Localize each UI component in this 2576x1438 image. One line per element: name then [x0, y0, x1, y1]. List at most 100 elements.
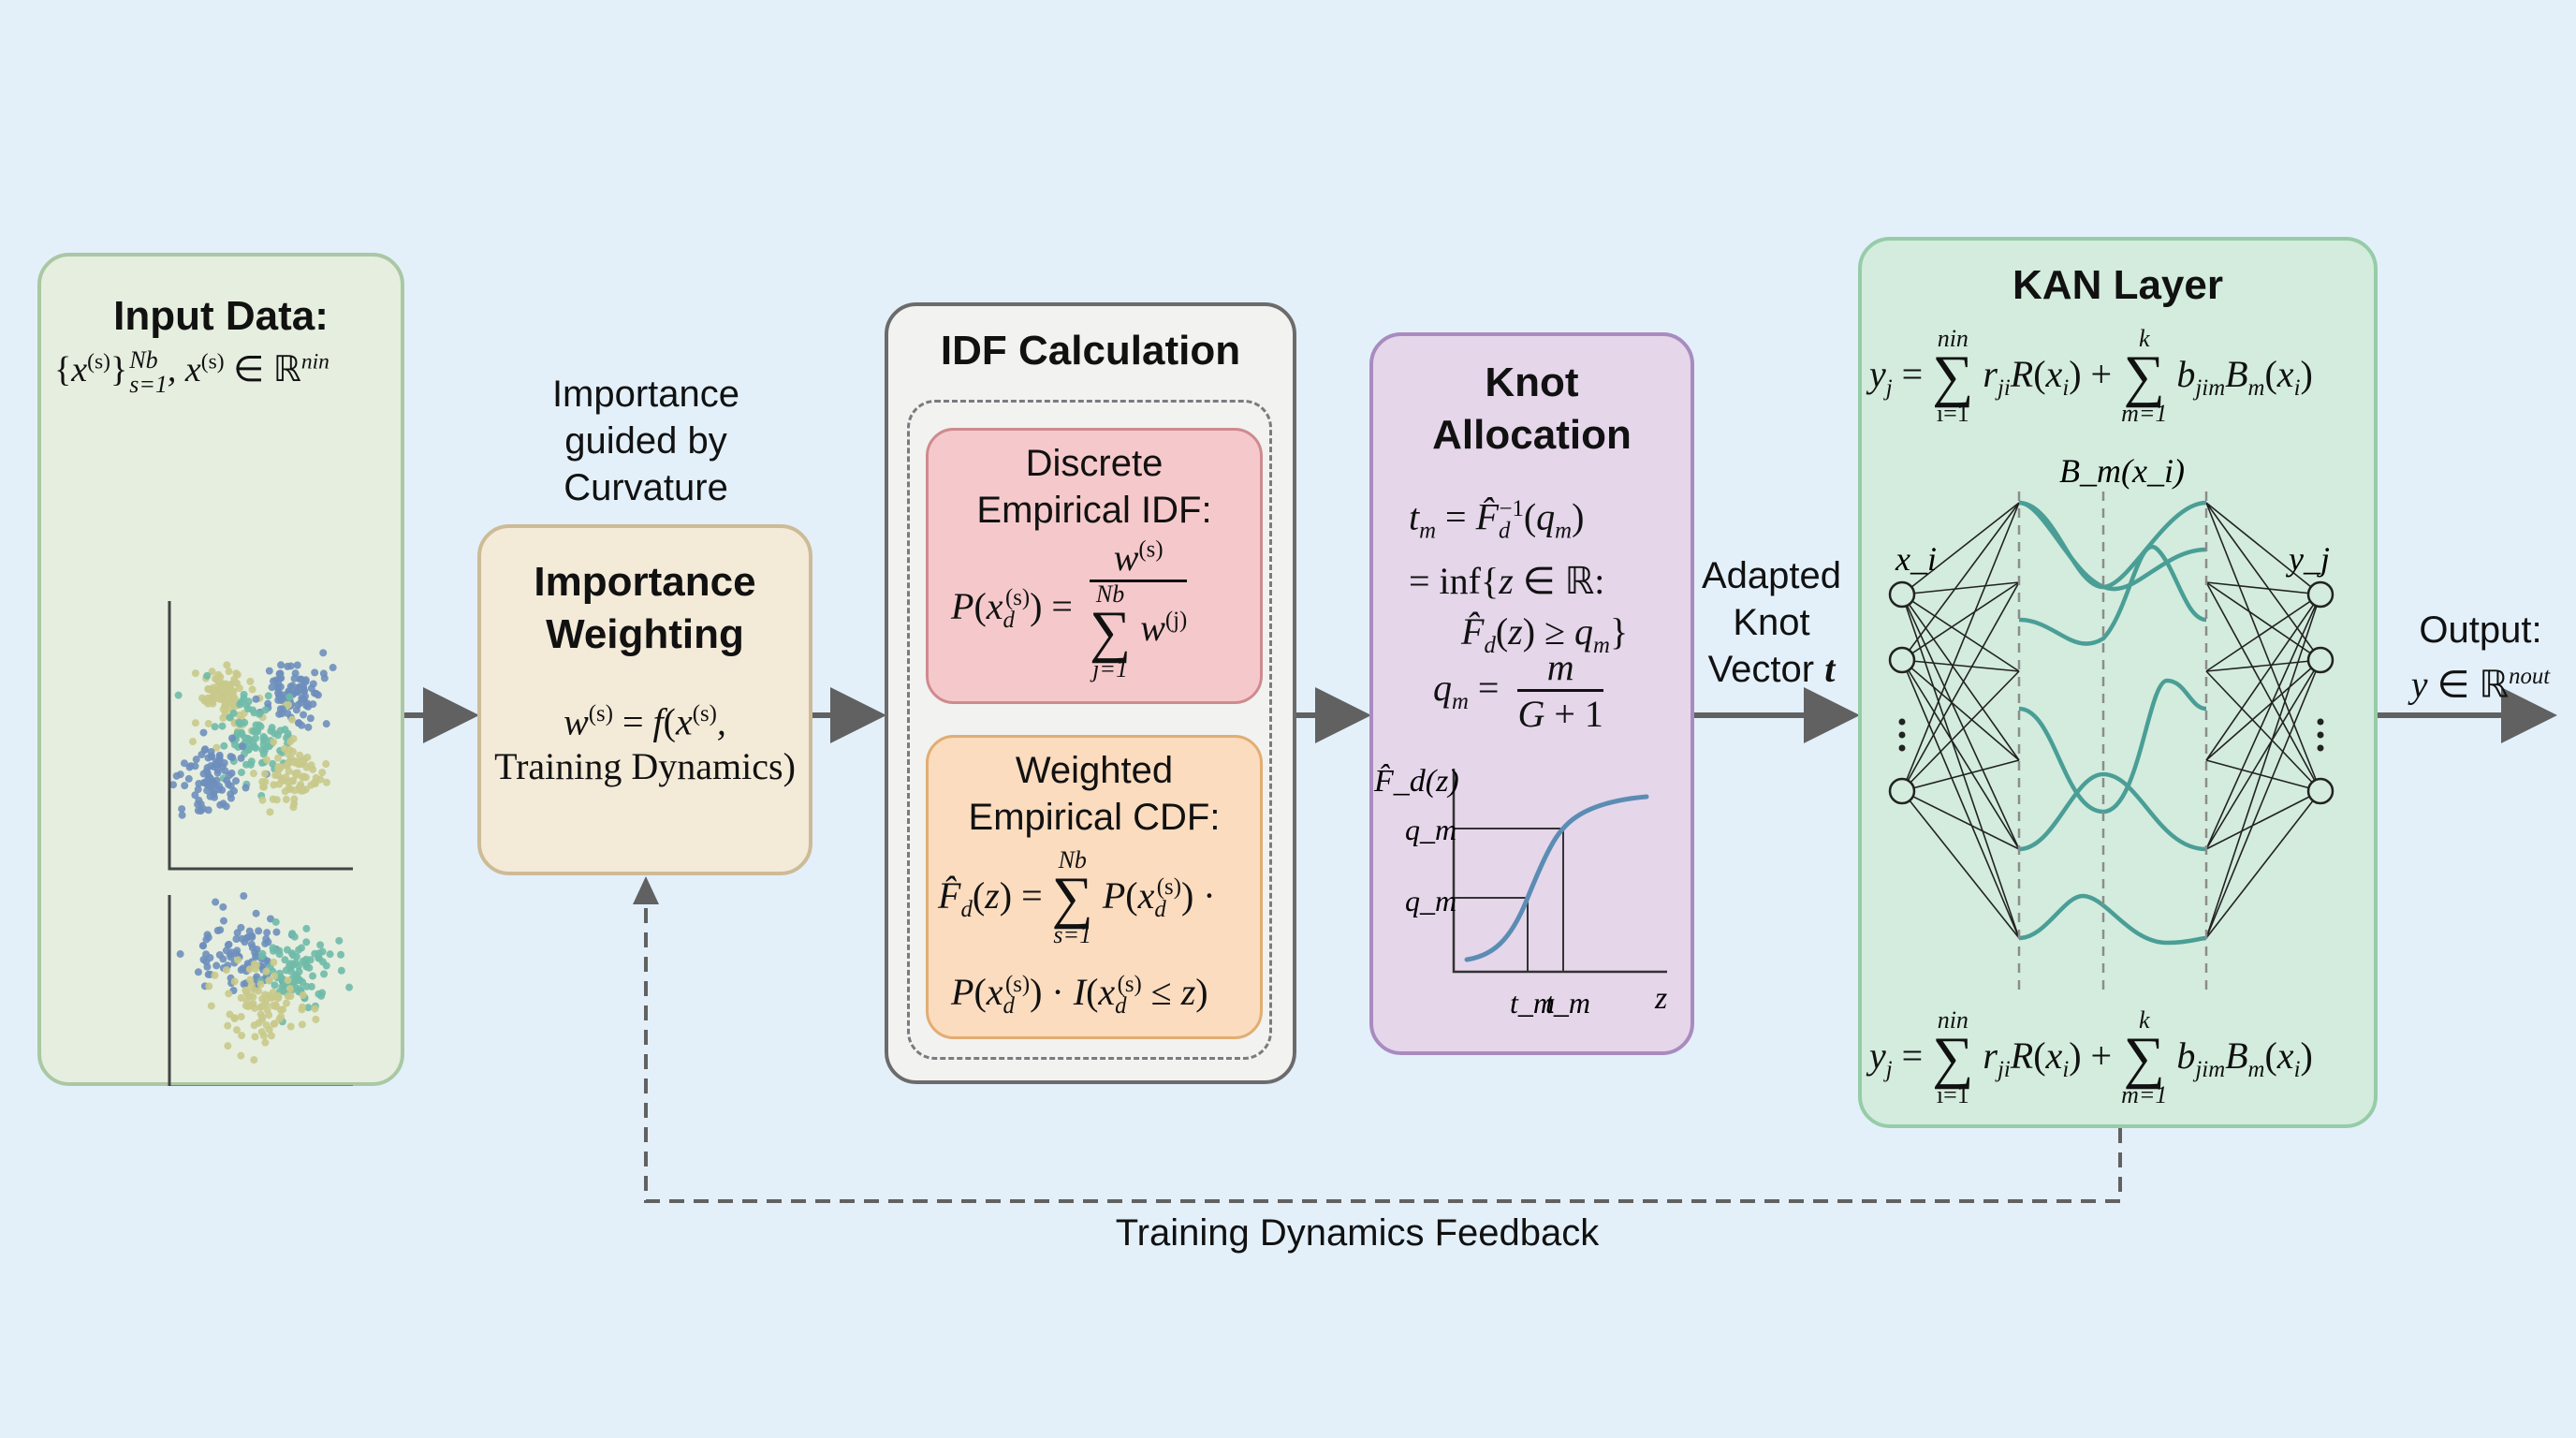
kan-dividers	[2017, 492, 2208, 994]
scatter-point-teal	[286, 960, 295, 968]
scatter-axes-1	[168, 601, 353, 871]
scatter-point-yellow	[212, 743, 221, 752]
scatter-point-blue	[277, 710, 285, 718]
scatter-point-blue	[319, 649, 328, 657]
scatter-point-yellow	[283, 762, 291, 770]
scatter-point-teal	[278, 983, 286, 991]
scatter-point-teal	[249, 706, 257, 714]
weighting-title: Importance Weighting	[534, 559, 756, 657]
scatter-point-blue	[210, 790, 218, 799]
scatter-point-blue	[252, 909, 260, 917]
scatter-point-blue	[302, 701, 311, 710]
scatter-point-teal	[256, 723, 265, 731]
scatter-point-teal	[307, 982, 315, 990]
scatter-point-blue	[191, 791, 199, 800]
kan-edge-out	[2205, 581, 2321, 792]
scatter-plots	[168, 601, 354, 1086]
scatter-point-blue	[212, 961, 221, 970]
bspline-curve	[2018, 500, 2207, 590]
idf-dashed-group	[907, 400, 1272, 1060]
scatter-point-yellow	[235, 684, 243, 693]
scatter-point-yellow	[259, 1032, 268, 1040]
scatter-point-yellow	[271, 1001, 280, 1009]
scatter-point-blue	[203, 764, 212, 772]
scatter-point-teal	[258, 745, 267, 754]
weighted-cdf-formula-line2: P(xd(s)) · I(xd(s) ≤ z)	[951, 971, 1208, 1019]
scatter-point-blue	[223, 776, 231, 785]
scatter-point-yellow	[284, 701, 292, 710]
kan-formula-bottom: yj = nin∑i=1 rjiR(xi) + k∑m=1 bjimBm(xi)	[1869, 1006, 2313, 1108]
scatter-point-blue	[199, 942, 208, 950]
scatter-point-yellow	[221, 698, 229, 707]
scatter-point-blue	[288, 682, 297, 690]
scatter-point-teal	[281, 726, 289, 734]
scatter-point-yellow	[312, 1015, 320, 1023]
scatter-point-teal	[241, 734, 249, 742]
scatter-point-teal	[268, 724, 276, 732]
scatter-point-yellow	[283, 999, 291, 1007]
kan-edge-in	[1901, 581, 2020, 661]
scatter-point-blue	[252, 695, 260, 703]
scatter-point-blue	[212, 781, 220, 789]
output-node-label: y_j	[2286, 540, 2330, 578]
scatter-point-yellow	[256, 1010, 265, 1019]
scatter-point-teal	[203, 671, 212, 680]
scatter-point-teal	[322, 961, 330, 970]
scatter-point-blue	[237, 754, 245, 762]
scatter-point-teal	[275, 950, 284, 959]
scatter-plot-cross	[169, 649, 337, 819]
scatter-point-yellow	[225, 990, 233, 998]
scatter-point-blue	[194, 785, 202, 794]
scatter-point-blue	[329, 664, 337, 672]
scatter-point-yellow	[270, 738, 278, 746]
scatter-point-teal	[306, 956, 315, 964]
scatter-point-blue	[263, 929, 271, 937]
scatter-point-yellow	[222, 966, 230, 975]
scatter-point-yellow	[228, 687, 237, 696]
scatter-point-yellow	[285, 985, 294, 993]
scatter-point-yellow	[288, 715, 297, 724]
scatter-point-teal	[345, 983, 354, 991]
scatter-point-blue	[200, 746, 209, 755]
kan-edge-out	[2205, 594, 2321, 939]
input-node	[1888, 777, 1916, 805]
scatter-point-blue	[215, 950, 224, 959]
scatter-point-teal	[235, 718, 243, 726]
kan-edge-in	[1901, 594, 2020, 672]
scatter-point-yellow	[237, 1012, 245, 1020]
scatter-point-blue	[320, 674, 329, 682]
scatter-point-yellow	[265, 976, 273, 985]
scatter-point-yellow	[267, 1032, 275, 1040]
scatter-point-yellow	[191, 669, 199, 678]
scatter-point-teal	[271, 981, 279, 990]
scatter-point-yellow	[263, 756, 271, 764]
feedback-dashed-path	[644, 899, 2122, 1203]
scatter-point-blue	[219, 917, 227, 925]
scatter-point-yellow	[262, 967, 271, 976]
scatter-point-yellow	[265, 991, 273, 1000]
scatter-point-blue	[203, 962, 212, 971]
scatter-point-yellow	[242, 986, 251, 994]
scatter-point-teal	[261, 706, 270, 714]
output-ellipsis	[2317, 718, 2324, 752]
scatter-point-teal	[270, 946, 278, 955]
scatter-point-yellow	[246, 677, 255, 685]
scatter-point-teal	[290, 932, 299, 941]
scatter-point-yellow	[302, 763, 311, 771]
scatter-point-blue	[312, 689, 320, 697]
scatter-point-yellow	[296, 751, 304, 759]
scatter-point-teal	[305, 963, 314, 972]
scatter-point-teal	[335, 936, 344, 945]
scatter-point-blue	[272, 928, 281, 936]
scatter-point-yellow	[205, 982, 213, 990]
scatter-point-blue	[300, 683, 308, 692]
scatter-point-blue	[207, 753, 215, 761]
scatter-point-yellow	[261, 770, 270, 778]
scatter-point-yellow	[191, 719, 199, 727]
scatter-point-yellow	[311, 1005, 319, 1013]
discrete-idf-formula: P(xd(s)) = w(s) Nb∑j=1 w(j)	[951, 536, 1188, 682]
scatter-point-yellow	[299, 786, 307, 795]
